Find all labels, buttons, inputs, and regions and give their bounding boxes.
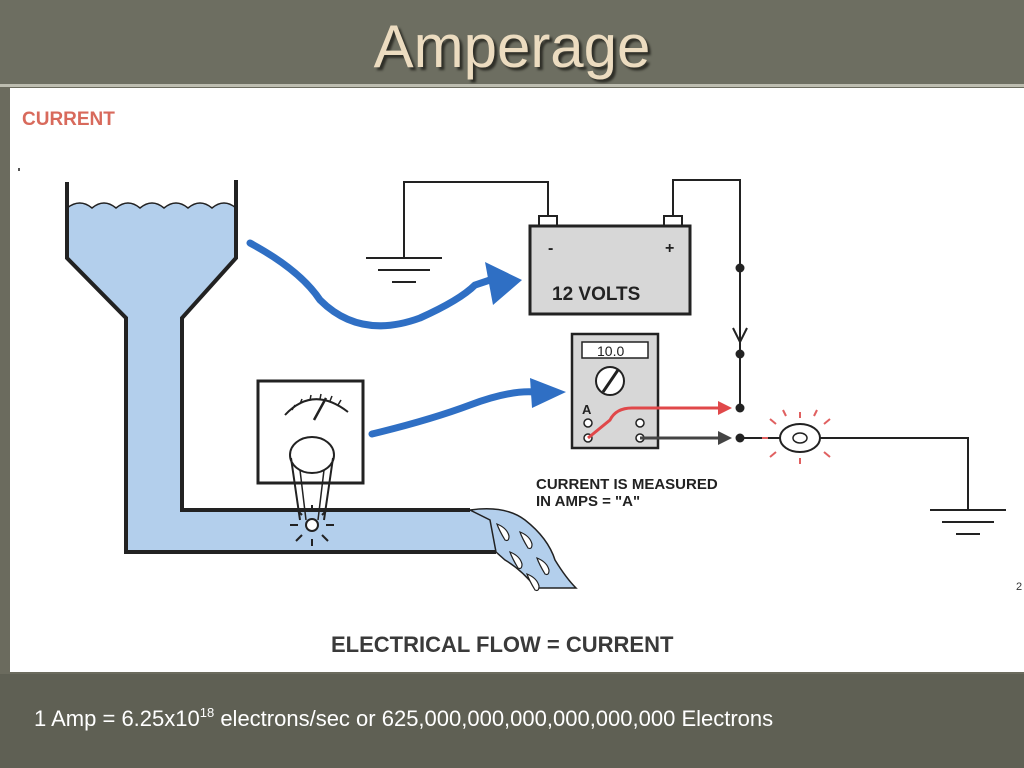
ammeter: 10.0 A (570, 332, 660, 450)
positive-wire (672, 179, 741, 408)
wire-node (735, 403, 745, 413)
diagram-caption: ELECTRICAL FLOW = CURRENT (331, 632, 674, 657)
current-diagram: CURRENT (18, 109, 1022, 657)
meter-terminal-label: A (582, 402, 592, 417)
amp-definition-exponent: 18 (199, 705, 215, 720)
battery-positive: + (665, 240, 674, 257)
black-lead-arrow-icon (718, 431, 732, 445)
title-bar (0, 0, 1024, 86)
page-mark: 2 (1016, 581, 1022, 593)
amp-definition-prefix: 1 Amp = 6.25x10 (34, 706, 200, 731)
gauge-to-meter-arrow (368, 388, 539, 438)
title-divider (0, 84, 1024, 87)
note-line-1: CURRENT IS MEASURED (536, 476, 718, 493)
slide-title: Amperage (373, 13, 651, 80)
wire-node (735, 349, 745, 359)
diagram-heading: CURRENT (22, 109, 115, 130)
note-line-2: IN AMPS = "A" (536, 493, 640, 510)
battery-negative: - (548, 240, 553, 257)
amp-definition: 1 Amp = 6.25x1018 electrons/sec or 625,0… (34, 705, 773, 732)
red-test-lead (587, 406, 722, 440)
tank-to-battery-arrow (246, 239, 494, 330)
meter-display: 10.0 (597, 343, 624, 359)
current-direction-icon (732, 327, 748, 345)
red-lead-arrow-icon (718, 401, 732, 415)
battery-label: 12 VOLTS (552, 284, 640, 305)
ground-left (366, 181, 549, 283)
battery: - + 12 VOLTS (528, 215, 692, 316)
diagram-panel: CURRENT (10, 88, 1024, 672)
arrowhead-icon (530, 378, 566, 408)
paddle-wheel (290, 505, 334, 546)
flow-gauge (256, 379, 365, 521)
lamp (740, 409, 831, 464)
amp-definition-suffix: electrons/sec or 625,000,000,000,000,000… (214, 706, 774, 731)
footer-bar (0, 674, 1024, 768)
wire-node (735, 263, 745, 273)
ground-right (820, 437, 1006, 535)
water-tower (65, 180, 496, 554)
stray-mark (18, 168, 20, 171)
arrowhead-icon (485, 262, 522, 305)
water-outflow (467, 508, 578, 592)
